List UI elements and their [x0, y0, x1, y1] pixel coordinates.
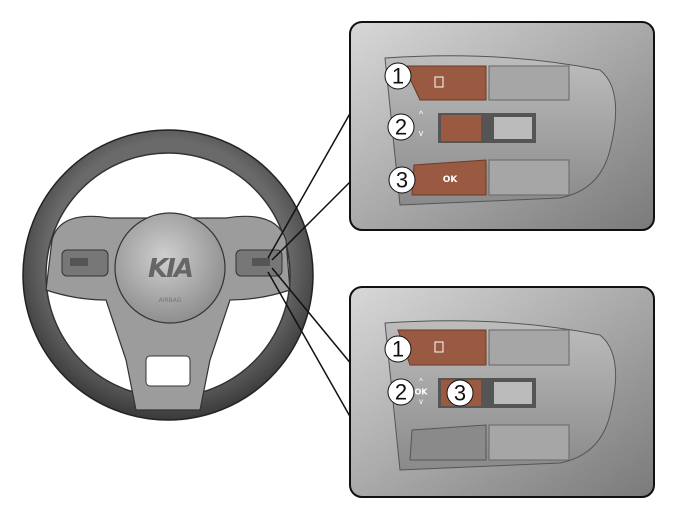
callout-2: 2 [387, 378, 415, 406]
bottom-detail-panel: ^ OK v 1 2 3 [349, 286, 655, 498]
svg-text:3: 3 [454, 381, 466, 406]
callout-leaders [267, 109, 353, 421]
mode-icon [434, 76, 444, 88]
svg-text:1: 1 [392, 64, 404, 89]
airbag-label: AIRBAG [159, 297, 182, 304]
right-spoke-buttons [235, 249, 283, 277]
svg-text:2: 2 [395, 380, 407, 405]
svg-text:3: 3 [396, 168, 408, 193]
mode-icon [434, 341, 444, 353]
left-spoke-buttons [61, 249, 109, 277]
scroll-wheel-right[interactable] [494, 117, 532, 139]
callout-1: 1 [384, 62, 412, 90]
ok-button-label: OK [443, 175, 459, 185]
kia-logo: KIA [148, 254, 192, 284]
callout-2: 2 [387, 113, 415, 141]
top-detail-panel: ^ v OK 1 2 3 [349, 21, 655, 231]
callout-1: 1 [384, 335, 412, 363]
callout-3: 3 [388, 166, 416, 194]
up-arrow-icon: ^ [419, 377, 423, 386]
airbag-hub [114, 212, 226, 324]
down-arrow-icon: v [419, 397, 423, 406]
svg-text:1: 1 [392, 337, 404, 362]
callout-3: 3 [446, 379, 474, 407]
ok-label: OK [415, 388, 429, 397]
up-arrow-icon: ^ [419, 109, 424, 119]
svg-text:2: 2 [395, 115, 407, 140]
mode-button[interactable] [403, 65, 487, 101]
scroll-wheel-right[interactable] [494, 382, 532, 404]
steering-wheel: KIA AIRBAG [22, 129, 314, 421]
scroll-wheel-left[interactable] [441, 115, 481, 141]
down-arrow-icon: v [419, 128, 424, 138]
